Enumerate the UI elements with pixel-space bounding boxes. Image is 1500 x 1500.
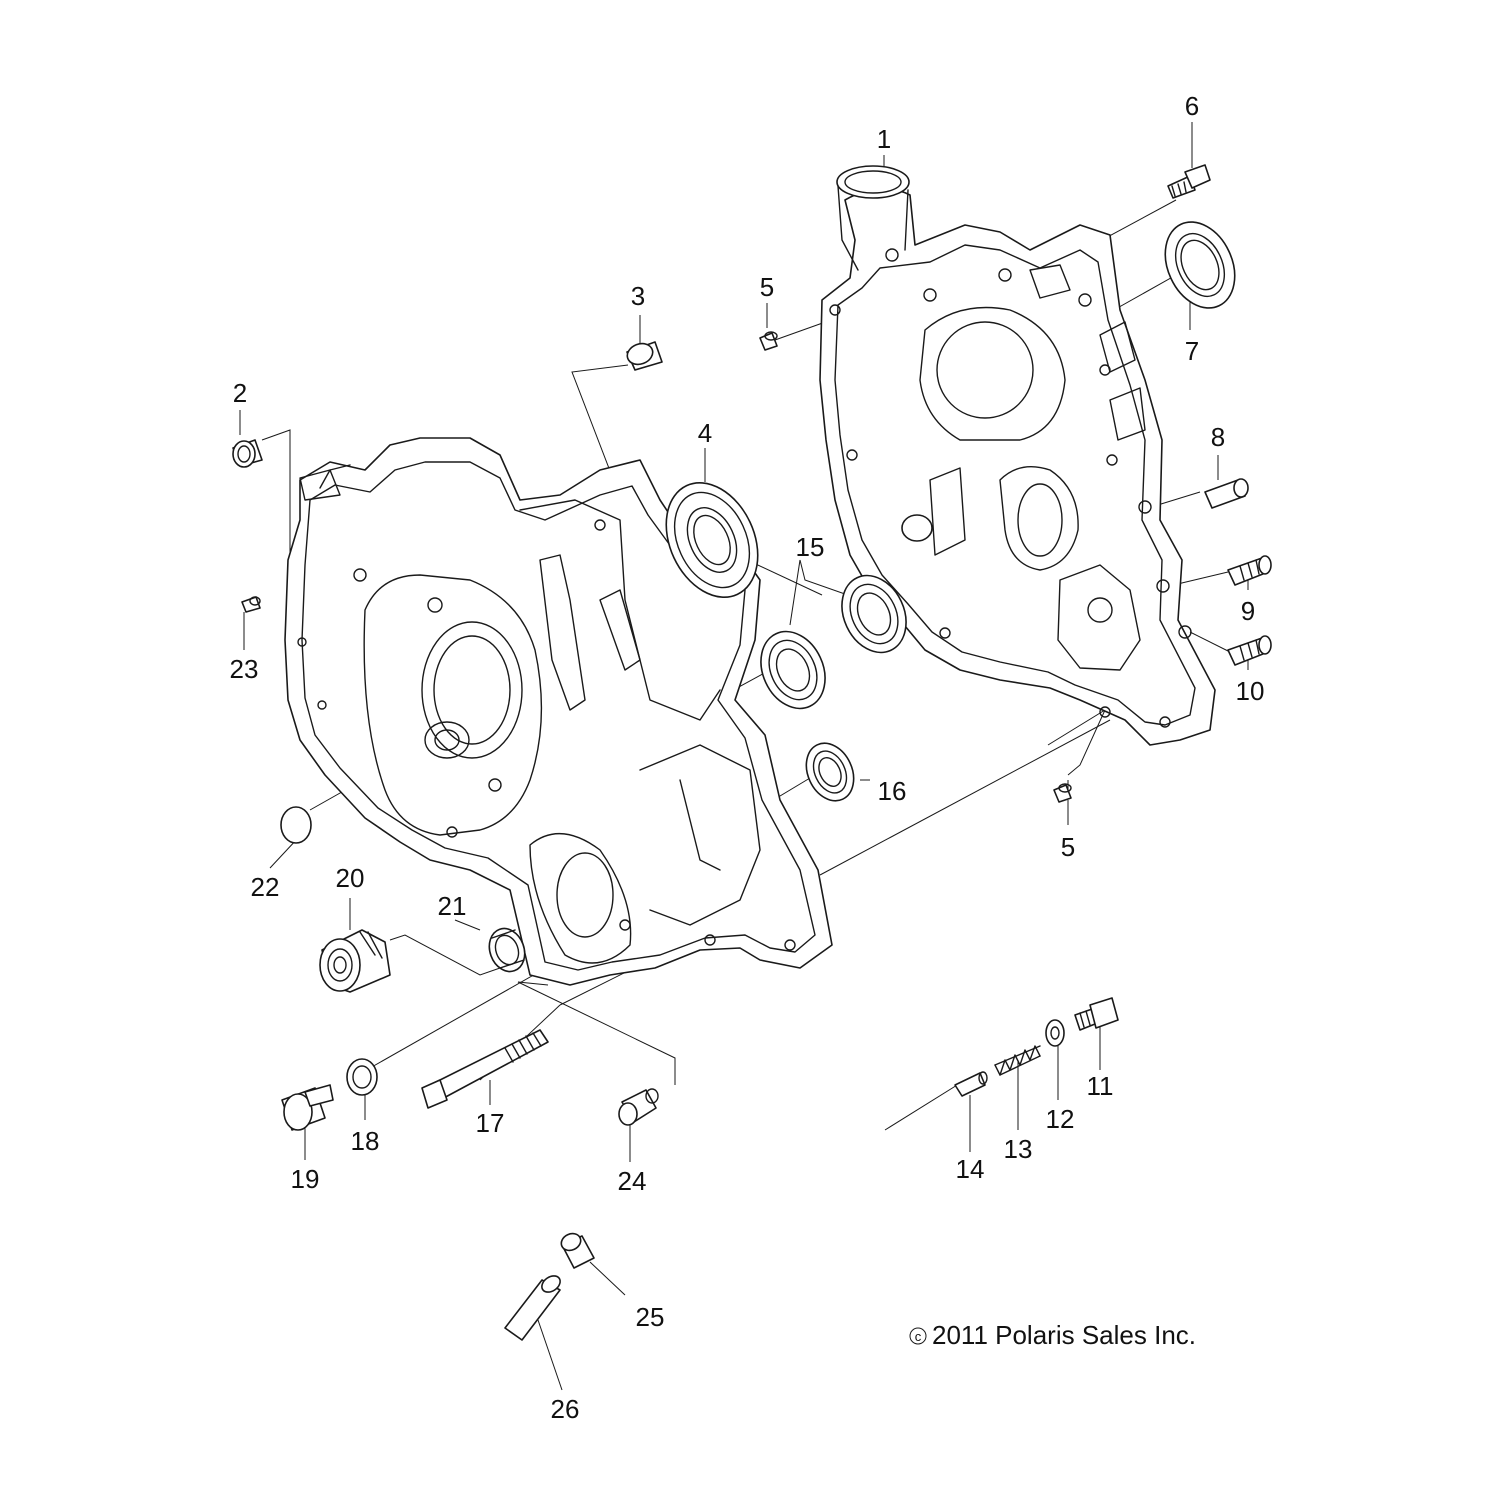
- dowel-pin-5-lower: [1053, 783, 1072, 803]
- dowel-pin-5-upper: [759, 331, 778, 351]
- tube-26: [504, 1275, 561, 1341]
- part-label-16: 16: [878, 776, 907, 806]
- dowel-pin-23: [241, 596, 261, 613]
- ring-21: [488, 927, 526, 973]
- fitting-24: [618, 1088, 659, 1126]
- part-label-24: 24: [618, 1166, 647, 1196]
- part-labels: 1 2 3 4 5 5 6 7 8 9 10 11 12 13 14 15 16…: [230, 91, 1265, 1424]
- fitting-10: [1227, 635, 1272, 666]
- part-label-8: 8: [1211, 422, 1225, 452]
- part-label-3: 3: [631, 281, 645, 311]
- bolt-6: [1167, 164, 1211, 199]
- part-label-5-upper: 5: [760, 272, 774, 302]
- part-label-5-lower: 5: [1061, 832, 1075, 862]
- washer-12: [1045, 1019, 1065, 1047]
- part-label-25: 25: [636, 1302, 665, 1332]
- part-label-17: 17: [476, 1108, 505, 1138]
- part-label-2: 2: [233, 378, 247, 408]
- part-label-1: 1: [877, 124, 891, 154]
- cap-20: [319, 929, 391, 993]
- fitting-9: [1227, 555, 1272, 586]
- spring-13: [994, 1045, 1041, 1076]
- part-label-20: 20: [336, 863, 365, 893]
- copyright-notice: c 2011 Polaris Sales Inc.: [909, 1320, 1196, 1350]
- bearing-15-lower: [760, 630, 826, 710]
- bolt-11: [1074, 997, 1119, 1031]
- part-label-14: 14: [956, 1154, 985, 1184]
- copyright-text: 2011 Polaris Sales Inc.: [932, 1320, 1196, 1350]
- part-label-15: 15: [796, 532, 825, 562]
- part-label-9: 9: [1241, 596, 1255, 626]
- part-label-12: 12: [1046, 1104, 1075, 1134]
- bearing-4: [665, 481, 759, 599]
- copyright-circle: [909, 1327, 927, 1345]
- copyright-symbol: c: [915, 1329, 922, 1344]
- sleeve-25: [560, 1232, 595, 1269]
- part-label-18: 18: [351, 1126, 380, 1156]
- left-crankcase-half: [284, 437, 833, 986]
- part-label-7: 7: [1185, 336, 1199, 366]
- part-label-10: 10: [1236, 676, 1265, 706]
- part-label-19: 19: [291, 1164, 320, 1194]
- right-crankcase-half: [819, 165, 1216, 746]
- part-label-13: 13: [1004, 1134, 1033, 1164]
- washer-18: [346, 1058, 378, 1096]
- seal-7: [1164, 221, 1236, 309]
- bolt-19: [281, 1084, 334, 1131]
- part-label-22: 22: [251, 872, 280, 902]
- part-label-21: 21: [438, 891, 467, 921]
- bearing-15-upper: [841, 574, 907, 654]
- plug-22: [280, 806, 312, 844]
- bolt-17: [421, 1029, 549, 1109]
- part-label-11: 11: [1087, 1071, 1114, 1101]
- bushing-3: [626, 341, 663, 371]
- part-label-23: 23: [230, 654, 259, 684]
- part-label-6: 6: [1185, 91, 1199, 121]
- part-label-4: 4: [698, 418, 712, 448]
- plunger-14: [954, 1071, 988, 1097]
- small-parts: [232, 164, 1272, 1341]
- bearing-16: [805, 742, 855, 802]
- part-label-26: 26: [551, 1394, 580, 1424]
- pin-8: [1204, 478, 1249, 509]
- bushing-2: [232, 439, 263, 468]
